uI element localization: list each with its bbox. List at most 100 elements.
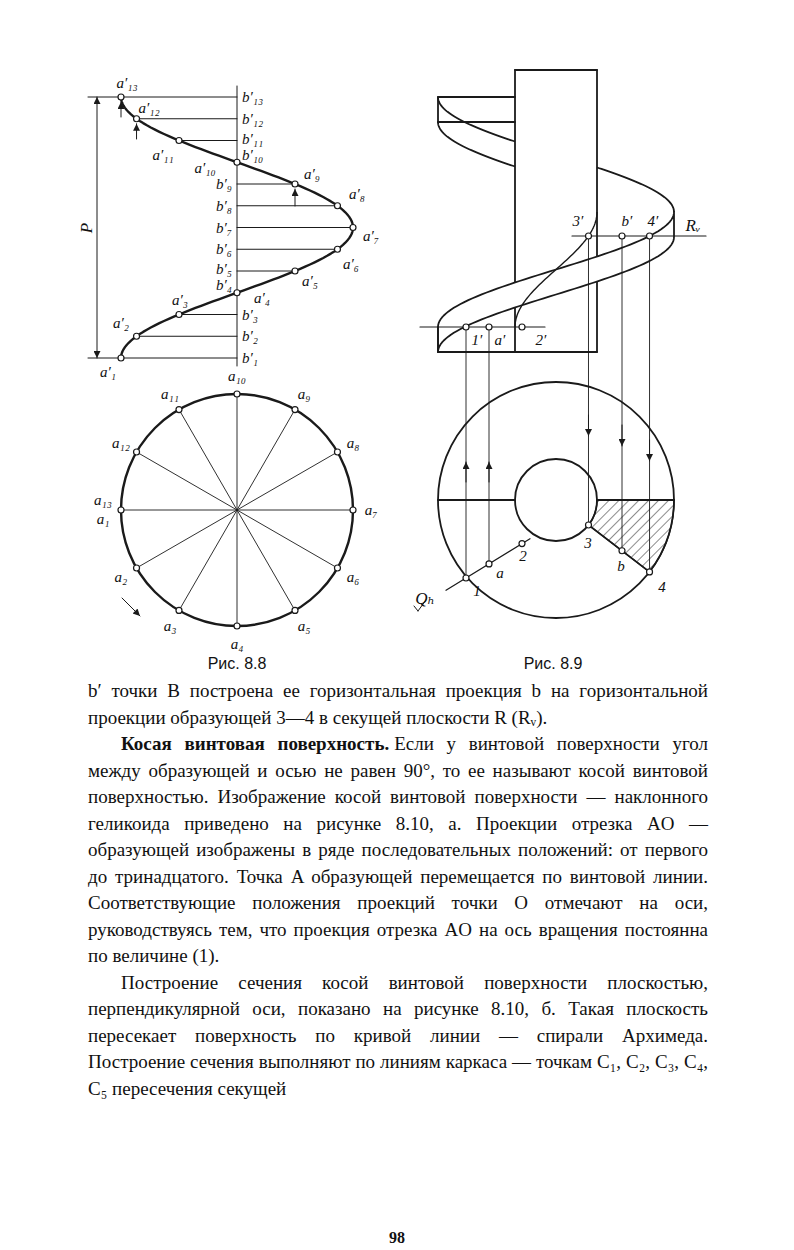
plan-line bbox=[438, 499, 515, 501]
projection-arrow bbox=[466, 462, 467, 482]
plan-point bbox=[585, 522, 591, 528]
helix-point bbox=[292, 268, 298, 274]
section-point bbox=[486, 324, 492, 330]
plane-trace bbox=[572, 235, 706, 236]
plan-point bbox=[619, 548, 625, 554]
inner-helix bbox=[515, 212, 597, 327]
projection-line bbox=[466, 327, 467, 578]
plan-point bbox=[486, 561, 492, 567]
point-label: a′₅ bbox=[302, 274, 318, 289]
axis-point-label: b′₁₁ bbox=[242, 132, 263, 147]
plan-point bbox=[234, 391, 240, 397]
plan-point bbox=[292, 407, 298, 413]
projection-line bbox=[489, 327, 490, 564]
axis-point-label: b′₄ bbox=[216, 277, 232, 292]
point-label: a′₈ bbox=[349, 187, 365, 202]
generator-line bbox=[137, 118, 237, 119]
helix-point bbox=[134, 333, 140, 339]
axis-point-label: b′₂ bbox=[242, 329, 258, 344]
point-label: 3′ bbox=[573, 214, 584, 229]
plan-point-label: a₁₃ bbox=[94, 493, 112, 508]
end-face bbox=[438, 96, 515, 98]
dimension-label: P bbox=[78, 223, 95, 233]
helicoid-edge bbox=[438, 97, 515, 142]
point-label: 2′ bbox=[536, 333, 547, 348]
run-in-heading: Косая винтовая поверхность. bbox=[121, 733, 389, 754]
point-label: 4′ bbox=[648, 214, 659, 229]
point-label: a′₁₀ bbox=[194, 161, 215, 176]
plan-point-label: a₄ bbox=[231, 637, 244, 652]
plan-point bbox=[292, 607, 298, 613]
point-label: a′₇ bbox=[363, 229, 379, 244]
plan-point-label: a₃ bbox=[164, 619, 177, 634]
plan-point bbox=[176, 407, 182, 413]
plan-point bbox=[118, 507, 124, 513]
point-label: a′₁₂ bbox=[138, 101, 159, 116]
plan-point bbox=[234, 623, 240, 629]
projection-arrow bbox=[588, 415, 589, 436]
plan-point bbox=[519, 541, 525, 547]
point-label: a′₁₃ bbox=[116, 76, 137, 91]
helix-point bbox=[334, 246, 340, 252]
helix-point bbox=[234, 159, 240, 165]
helix-curve bbox=[121, 97, 353, 358]
plan-point bbox=[134, 449, 140, 455]
plan-point-label: a₁₁ bbox=[161, 386, 179, 401]
projection-arrow bbox=[649, 440, 650, 461]
plan-circle bbox=[121, 394, 353, 626]
axis-point-label: b′₆ bbox=[216, 242, 232, 257]
text-block: b′ точки B построена ее горизонтальная п… bbox=[88, 678, 708, 1102]
figure-caption: Рис. 8.8 bbox=[208, 656, 267, 672]
projection-line bbox=[622, 236, 623, 551]
section-point bbox=[463, 324, 469, 330]
plan-point-label: a₁ bbox=[97, 512, 110, 527]
point-label: a′₂ bbox=[113, 316, 129, 331]
plan-point-label: a₁₀ bbox=[228, 369, 246, 384]
core-outline bbox=[596, 70, 598, 352]
helicoid-edge bbox=[597, 167, 674, 212]
projection-arrow bbox=[622, 425, 623, 446]
plane-label: Rᵥ bbox=[685, 217, 700, 234]
rotation-axis bbox=[237, 86, 238, 366]
point-label: a′₆ bbox=[343, 257, 359, 272]
plan-inner-circle bbox=[515, 459, 597, 541]
helix-point bbox=[134, 116, 140, 122]
point-label: 1 bbox=[473, 584, 481, 599]
axis-point-label: b′₇ bbox=[216, 220, 232, 235]
section-point bbox=[619, 233, 625, 239]
rotation-arrow bbox=[122, 598, 140, 616]
plan-point-label: a₁₂ bbox=[112, 436, 130, 451]
point-label: a bbox=[496, 566, 504, 581]
body-text: b′ точки B построена ее горизонтальная п… bbox=[88, 680, 708, 728]
extension-line bbox=[88, 97, 121, 98]
section-point bbox=[647, 233, 653, 239]
direction-arrow bbox=[121, 102, 122, 117]
helix-point bbox=[334, 203, 340, 209]
axis-point-label: b′₃ bbox=[242, 307, 258, 322]
direction-arrow bbox=[136, 124, 137, 139]
helix-point bbox=[292, 181, 298, 187]
point-label: 3 bbox=[584, 536, 592, 551]
figures bbox=[88, 70, 706, 629]
plan-point-label: a₂ bbox=[115, 570, 128, 585]
axis-point-label: b′₁₂ bbox=[242, 111, 263, 126]
helix-point bbox=[118, 94, 124, 100]
end-face bbox=[438, 121, 515, 123]
projection-line bbox=[588, 236, 589, 525]
paragraph: Построение сечения косой винтовой поверх… bbox=[88, 970, 708, 1103]
plan-point-label: a₅ bbox=[298, 619, 311, 634]
point-label: b′ bbox=[622, 214, 633, 229]
helicoid-edge bbox=[438, 122, 515, 167]
base-edge bbox=[437, 327, 439, 352]
point-label: b bbox=[617, 559, 625, 574]
plan-point bbox=[334, 449, 340, 455]
point-label: a′₁₁ bbox=[152, 148, 173, 163]
core-outline bbox=[514, 70, 516, 352]
section-point bbox=[519, 324, 525, 330]
generator-line bbox=[121, 358, 237, 359]
paragraph: Косая винтовая поверхность.Если у винтов… bbox=[88, 731, 708, 970]
axis-point-label: b′₈ bbox=[216, 198, 232, 213]
helix-point bbox=[118, 355, 124, 361]
helix-point bbox=[350, 225, 356, 231]
body-text: Построение сечения косой винтовой поверх… bbox=[88, 972, 708, 1099]
